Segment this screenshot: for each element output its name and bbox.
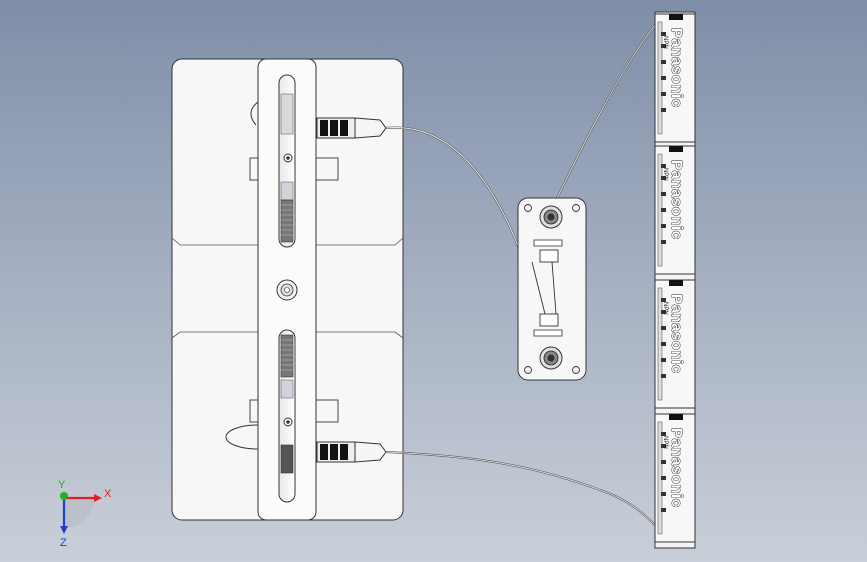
- z-axis-label: Z: [60, 537, 67, 549]
- lower-sensor-head[interactable]: [316, 441, 387, 463]
- center-screw: [276, 279, 298, 301]
- amplifier-unit[interactable]: NPN Panasonic: [654, 145, 696, 275]
- unit-model: NPN: [662, 168, 668, 181]
- sensor-bracket: [517, 197, 587, 381]
- upper-slot-teeth: [280, 199, 294, 243]
- x-axis-label: X: [104, 488, 112, 500]
- unit-brand: Panasonic: [668, 160, 685, 240]
- y-axis-dot: [60, 492, 68, 500]
- lower-slot-teeth: [280, 334, 294, 378]
- center-bar: [257, 58, 317, 521]
- upper-sensor-head[interactable]: [316, 117, 387, 139]
- orientation-triad: X Y Z: [58, 479, 112, 549]
- lower-fiber-port: [539, 346, 563, 370]
- unit-model: NPN: [662, 302, 668, 315]
- unit-brand: Panasonic: [668, 294, 685, 374]
- unit-brand: Panasonic: [668, 28, 685, 108]
- unit-brand: Panasonic: [668, 428, 685, 508]
- amplifier-unit[interactable]: NPN Panasonic: [654, 13, 696, 143]
- amplifier-unit[interactable]: NPN Panasonic: [654, 413, 696, 543]
- amplifier-unit[interactable]: NPN Panasonic: [654, 279, 696, 409]
- upper-fiber-port: [539, 205, 563, 229]
- unit-model: NPN: [662, 436, 668, 449]
- unit-model: NPN: [662, 36, 668, 49]
- y-axis-label: Y: [58, 479, 66, 491]
